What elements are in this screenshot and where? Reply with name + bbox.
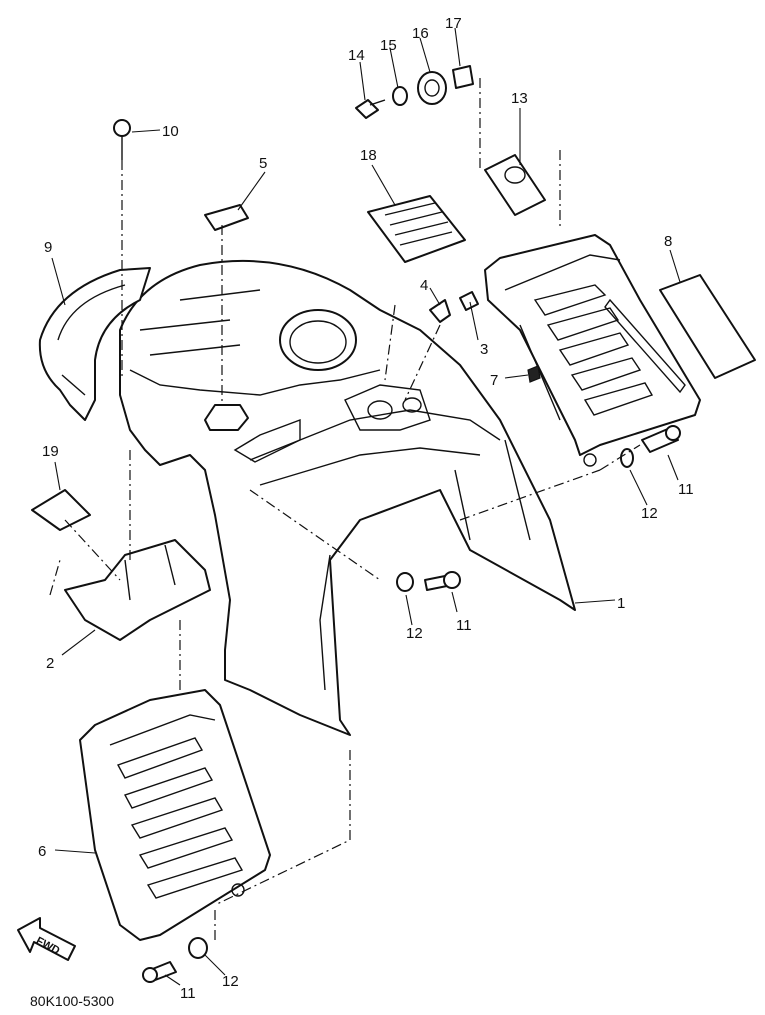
callout-17: 17 [445,15,462,32]
drawing-code: 80K100-5300 [30,993,114,1009]
callout-3: 3 [480,341,488,358]
callout-15: 15 [380,37,397,54]
lower-bracket [64,539,211,641]
front-cowl [119,259,601,736]
callout-19: 19 [42,443,59,460]
callout-4: 4 [420,277,428,294]
left-louvre-panel [79,689,271,941]
callout-14: 14 [348,47,365,64]
callout-7: 7 [490,372,498,389]
callout-16: 16 [412,25,429,42]
callout-12-bottom: 12 [222,973,239,990]
callout-11-middle: 11 [456,617,472,634]
callout-12-middle: 12 [406,625,423,642]
right-louvre-panel [484,234,701,467]
callout-5: 5 [259,155,267,172]
assembly-lines [49,78,641,940]
callout-1: 1 [617,595,625,612]
callout-18: 18 [360,147,377,164]
callout-12-right: 12 [641,505,658,522]
callout-13: 13 [511,90,528,107]
callout-8: 8 [664,233,672,250]
callout-11-right: 11 [678,481,694,498]
fwd-arrow-icon: FWD [17,917,76,961]
small-parts [31,65,756,983]
callout-2: 2 [46,655,54,672]
callout-11-bottom: 11 [180,985,196,1002]
callout-6: 6 [38,843,46,860]
callout-9: 9 [44,239,52,256]
callout-10: 10 [162,123,179,140]
callout-labels: 1 2 3 4 5 6 7 8 9 10 11 11 11 12 12 12 1… [38,15,694,1002]
leader-lines [51,27,681,986]
